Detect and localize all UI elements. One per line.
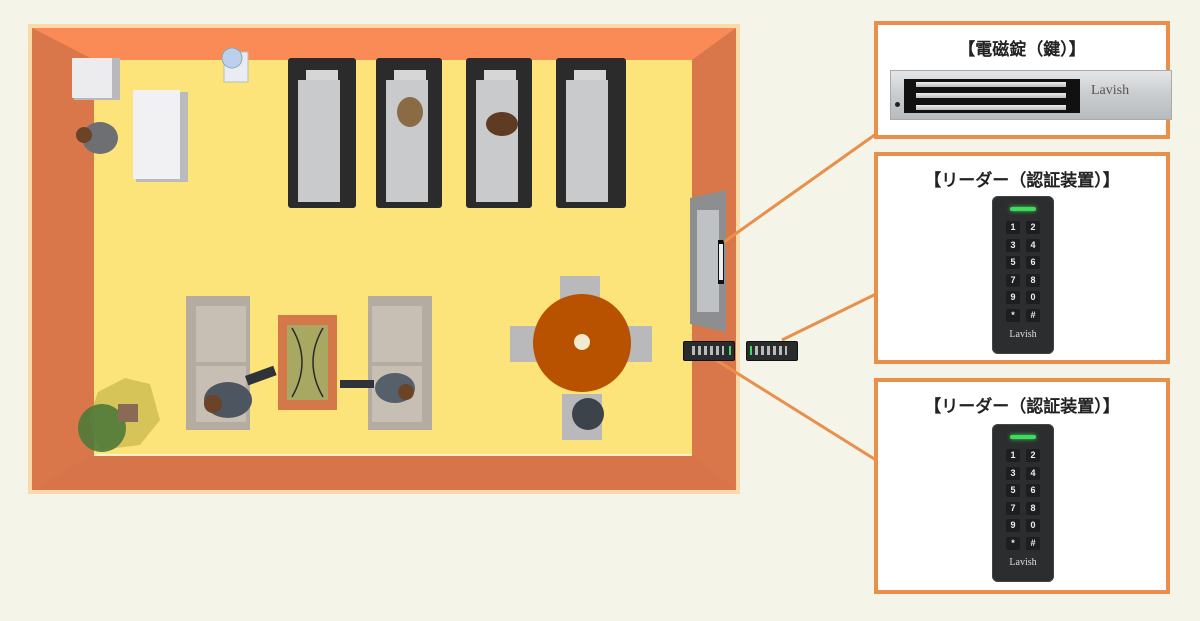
door bbox=[690, 190, 726, 332]
keypad-key-2[interactable]: 2 bbox=[1026, 221, 1040, 234]
keypad-key-7[interactable]: 7 bbox=[1006, 273, 1020, 287]
person-on-treadmill bbox=[397, 97, 423, 127]
callout-title: 【リーダー（認証装置）】 bbox=[924, 397, 1120, 417]
treadmill-4 bbox=[556, 58, 626, 208]
led-indicator bbox=[1010, 207, 1036, 211]
wall-top bbox=[32, 28, 736, 60]
reader-keys bbox=[755, 346, 787, 355]
keypad-key-7[interactable]: 7 bbox=[1006, 501, 1020, 515]
keypad-key-8[interactable]: 8 bbox=[1026, 501, 1040, 515]
keypad-key-6[interactable]: 6 bbox=[1026, 484, 1040, 497]
keypad-key-6[interactable]: 6 bbox=[1026, 256, 1040, 269]
led-indicator bbox=[729, 346, 731, 355]
maglock-image: Lavish bbox=[890, 70, 1172, 120]
keypad-key-3[interactable]: 3 bbox=[1006, 238, 1020, 252]
desk bbox=[133, 90, 188, 182]
magnet-plate bbox=[904, 79, 1080, 113]
keypad-key-star[interactable]: * bbox=[1006, 536, 1020, 550]
keypad-key-1[interactable]: 1 bbox=[1006, 221, 1020, 234]
keypad-key-9[interactable]: 9 bbox=[1006, 519, 1020, 532]
led-indicator bbox=[750, 346, 752, 355]
keypad-key-8[interactable]: 8 bbox=[1026, 273, 1040, 287]
water-dispenser bbox=[221, 47, 249, 83]
coffee-table bbox=[278, 315, 337, 410]
brand-label: Lavish bbox=[1009, 329, 1037, 340]
sofa-right bbox=[368, 296, 432, 430]
treadmill-1 bbox=[288, 58, 356, 208]
person-at-round-table bbox=[572, 398, 604, 430]
keypad-key-4[interactable]: 4 bbox=[1026, 238, 1040, 252]
keypad-key-2[interactable]: 2 bbox=[1026, 449, 1040, 462]
keypad-key-1[interactable]: 1 bbox=[1006, 449, 1020, 462]
keypad-key-hash[interactable]: # bbox=[1026, 308, 1040, 322]
keypad-key-4[interactable]: 4 bbox=[1026, 466, 1040, 480]
callout-title: 【電磁錠（鍵）】 bbox=[958, 40, 1086, 60]
plant bbox=[78, 378, 160, 452]
person-on-right-sofa bbox=[340, 373, 415, 403]
reader-inside-wall[interactable] bbox=[683, 341, 735, 361]
person-at-desk bbox=[76, 122, 118, 154]
cabinet bbox=[72, 58, 120, 100]
leader-line-reader-outer bbox=[781, 292, 877, 342]
leader-line-reader-inner bbox=[715, 358, 877, 462]
keypad-key-9[interactable]: 9 bbox=[1006, 291, 1020, 304]
brand-label: Lavish bbox=[1091, 83, 1130, 98]
screw-hole bbox=[895, 102, 900, 107]
treadmill-2 bbox=[376, 58, 442, 208]
treadmill-3 bbox=[466, 58, 532, 208]
brand-label: Lavish bbox=[1009, 557, 1037, 568]
keypad-key-5[interactable]: 5 bbox=[1006, 256, 1020, 269]
reader-keys bbox=[692, 346, 724, 355]
wall-left bbox=[32, 28, 94, 490]
keypad-key-3[interactable]: 3 bbox=[1006, 466, 1020, 480]
keypad-key-hash[interactable]: # bbox=[1026, 536, 1040, 550]
wall-bottom bbox=[32, 455, 736, 490]
person-on-treadmill bbox=[486, 112, 518, 136]
callout-maglock: 【電磁錠（鍵）】 Lavish bbox=[874, 21, 1172, 139]
callout-title: 【リーダー（認証装置）】 bbox=[924, 171, 1120, 191]
person-on-left-sofa bbox=[204, 365, 277, 418]
reader-outside-wall[interactable] bbox=[746, 341, 798, 361]
keypad-key-5[interactable]: 5 bbox=[1006, 484, 1020, 497]
led-indicator bbox=[1010, 435, 1036, 439]
round-table bbox=[510, 276, 652, 440]
keypad-key-star[interactable]: * bbox=[1006, 308, 1020, 322]
keypad-key-0[interactable]: 0 bbox=[1026, 291, 1040, 304]
keypad-key-0[interactable]: 0 bbox=[1026, 519, 1040, 532]
leader-line-maglock bbox=[723, 132, 877, 244]
